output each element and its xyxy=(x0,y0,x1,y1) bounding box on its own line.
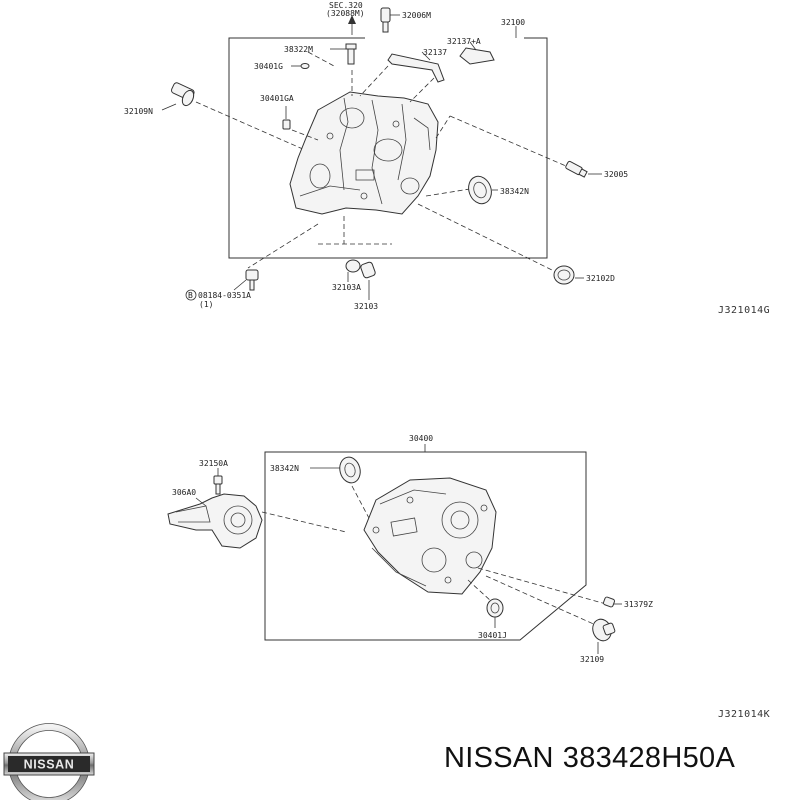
label-32137A: 32137+A xyxy=(447,37,481,46)
label-32150A: 32150A xyxy=(199,459,228,468)
label-32103: 32103 xyxy=(354,302,378,311)
label-32102D: 32102D xyxy=(586,274,615,283)
clutch-actuator-part xyxy=(167,493,263,549)
label-bolt-symbol: B xyxy=(188,291,193,300)
nissan-logo: NISSAN xyxy=(3,723,95,800)
actuator-bolt-part xyxy=(213,468,223,495)
switch-part xyxy=(565,160,602,178)
diagram-code-upper: J321014G xyxy=(718,305,770,316)
seal-part xyxy=(553,265,584,285)
plug-part xyxy=(602,596,622,608)
caption-brand: NISSAN xyxy=(444,742,554,774)
diagram-lower xyxy=(167,444,622,654)
label-30400: 30400 xyxy=(409,434,433,443)
label-31379Z: 31379Z xyxy=(624,600,653,609)
label-32109N: 32109N xyxy=(124,107,153,116)
transmission-case xyxy=(289,91,439,215)
speed-sensor-part xyxy=(380,7,400,33)
filler-plug-part xyxy=(592,618,616,654)
label-30401GA: 30401GA xyxy=(260,94,294,103)
diagram-upper xyxy=(161,7,602,301)
label-sec-320: SEC.320 xyxy=(329,1,363,10)
housing-seal-part xyxy=(310,456,361,484)
label-32137: 32137 xyxy=(423,48,447,57)
mounting-bolt-part xyxy=(185,269,259,301)
caption-part-number: 383428H50A xyxy=(562,742,736,774)
label-30401J: 30401J xyxy=(478,631,507,640)
diagram-upper-frame xyxy=(228,37,548,259)
diagram-lower-labels: 30400 32150A 38342N 306A0 31379Z 30401J … xyxy=(172,434,770,720)
diagram-code-lower: J321014K xyxy=(718,709,770,720)
label-38342N-upper: 38342N xyxy=(500,187,529,196)
label-32006M: 32006M xyxy=(402,11,431,20)
label-sec-ref: (32088M) xyxy=(326,9,365,18)
clutch-housing xyxy=(363,477,497,595)
oil-seal-part xyxy=(468,175,498,205)
nissan-logo-text: NISSAN xyxy=(24,758,75,772)
label-306A0: 306A0 xyxy=(172,488,196,497)
label-38322M: 38322M xyxy=(284,45,313,54)
drain-plug-part xyxy=(161,82,195,111)
diagram-lower-frame xyxy=(264,451,587,641)
diagram-upper-labels: SEC.320 (32088M) 32006M 32100 38322M 321… xyxy=(124,1,770,316)
label-32100: 32100 xyxy=(501,18,525,27)
seal-sleeve-part xyxy=(345,259,376,300)
label-32005: 32005 xyxy=(604,170,628,179)
small-seal-part xyxy=(486,598,504,628)
shaft-part xyxy=(330,43,357,65)
label-bolt-qty: (1) xyxy=(199,300,213,309)
label-08184-0351A: 08184-0351A xyxy=(198,291,251,300)
bolt-part xyxy=(282,106,291,130)
label-32109: 32109 xyxy=(580,655,604,664)
label-30401G: 30401G xyxy=(254,62,283,71)
bracket-part xyxy=(387,41,495,83)
circled-b-symbol xyxy=(185,289,197,301)
label-38342N-lower: 38342N xyxy=(270,464,299,473)
label-32103A: 32103A xyxy=(332,283,361,292)
pin-part xyxy=(291,63,310,69)
